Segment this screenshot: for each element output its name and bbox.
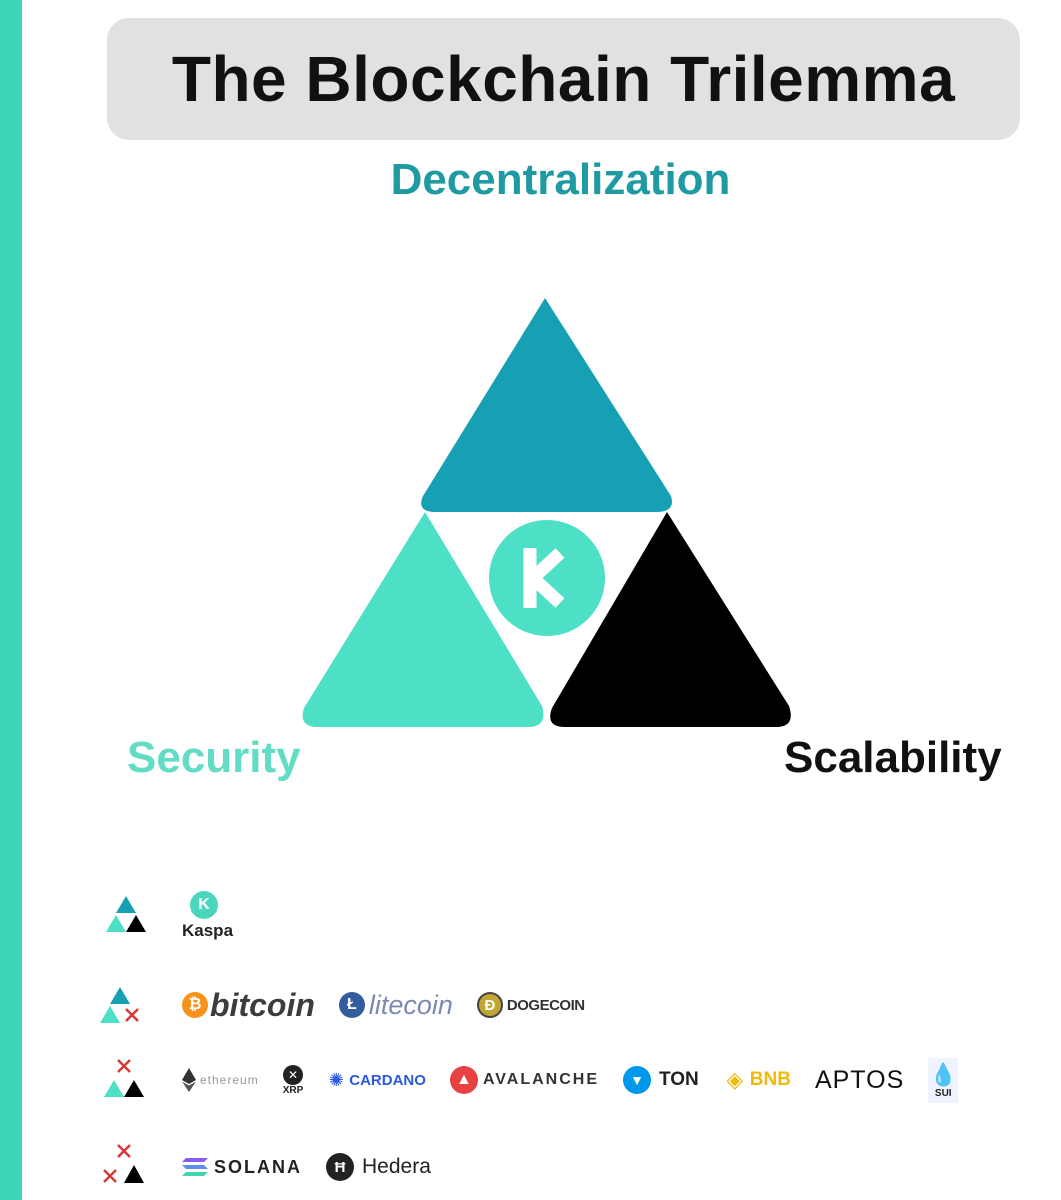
coin-dogecoin: Ð DOGECOIN (476, 992, 585, 1018)
legend-row-all: K Kaspa (96, 886, 257, 946)
side-accent-bar (0, 0, 22, 1200)
coin-solana: SOLANA (182, 1157, 302, 1178)
ethereum-icon (182, 1068, 196, 1092)
avalanche-icon: ▲ (449, 1066, 478, 1094)
coin-cardano: ✺ CARDANO (328, 1069, 426, 1090)
bnb-icon: ◈ (726, 1067, 744, 1092)
coin-aptos: APTOS (814, 1065, 905, 1094)
all-three-icon (106, 896, 146, 932)
no-decentralization-no-security-icon (103, 1144, 144, 1183)
page-title: The Blockchain Trilemma (171, 43, 956, 115)
coin-avalanche: ▲ AVALANCHE (449, 1066, 599, 1094)
cardano-icon: ✺ (328, 1069, 344, 1090)
hedera-icon: Ħ (326, 1153, 354, 1181)
label-decentralization: Decentralization (390, 155, 731, 204)
bitcoin-icon: ₿ (182, 992, 208, 1018)
sui-icon: 💧 (929, 1061, 957, 1087)
legend-row-no-decentralization-no-security: SOLANA Ħ Hedera (96, 1137, 455, 1197)
no-decentralization-icon (104, 1059, 144, 1097)
coin-ethereum: ethereum (182, 1068, 259, 1092)
solana-icon (182, 1158, 208, 1176)
legend-row-no-decentralization: ethereum ✕ XRP ✺ CARDANO ▲ AVALANCHE ▼ T… (96, 1050, 959, 1110)
label-security: Security (127, 733, 301, 782)
kaspa-logo-icon (489, 520, 605, 636)
ton-icon: ▼ (623, 1066, 652, 1094)
coin-bnb: ◈ BNB (723, 1067, 791, 1092)
coin-bitcoin: ₿ bitcoin (182, 987, 315, 1024)
title-banner: The Blockchain Trilemma (107, 18, 1020, 140)
dogecoin-icon: Ð (476, 992, 503, 1018)
kaspa-icon: K (190, 891, 218, 919)
coin-sui: 💧 SUI (928, 1057, 959, 1103)
triangle-scalability (550, 512, 791, 727)
legend-row-no-scalability: ₿ bitcoin Ł litecoin Ð DOGECOIN (96, 975, 609, 1035)
coin-litecoin: Ł litecoin (338, 990, 453, 1021)
label-scalability: Scalability (784, 733, 1002, 782)
coin-ton: ▼ TON (623, 1066, 699, 1094)
litecoin-icon: Ł (338, 992, 365, 1018)
triangle-security (302, 512, 544, 727)
coin-hedera: Ħ Hedera (326, 1153, 431, 1181)
no-scalability-icon (100, 987, 139, 1023)
xrp-icon: ✕ (282, 1064, 303, 1085)
coin-kaspa: K Kaspa (182, 891, 233, 941)
coin-xrp: ✕ XRP (282, 1064, 303, 1096)
triangle-decentralization (421, 298, 672, 512)
